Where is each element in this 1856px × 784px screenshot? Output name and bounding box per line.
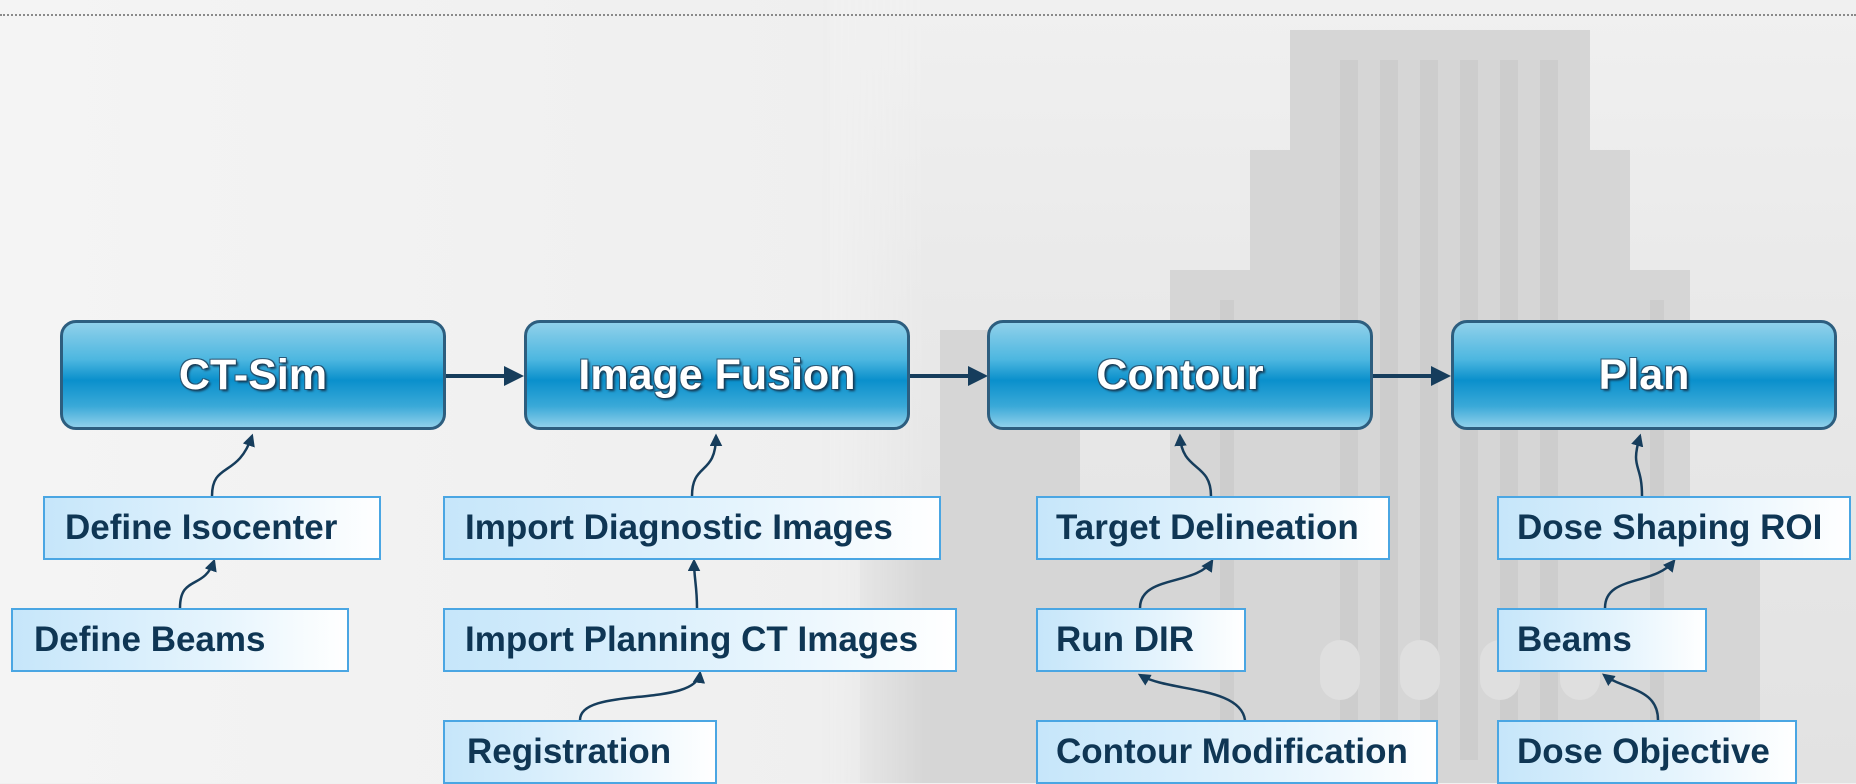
connector-target-to-contour xyxy=(1174,433,1213,497)
connector-planningct-to-diagnostic xyxy=(687,558,701,609)
task-registration[interactable]: Registration xyxy=(443,720,717,784)
connector-diagnostic-to-fusion xyxy=(690,433,723,497)
task-dose-shaping-roi[interactable]: Dose Shaping ROI xyxy=(1497,496,1851,560)
stage-contour[interactable]: Contour xyxy=(987,320,1373,430)
task-beams[interactable]: Beams xyxy=(1497,608,1707,672)
connector-doseobjective-to-beams xyxy=(1601,673,1660,721)
task-label: Define Beams xyxy=(34,620,266,659)
stage-plan[interactable]: Plan xyxy=(1451,320,1837,430)
task-run-dir[interactable]: Run DIR xyxy=(1036,608,1246,672)
task-import-planning-ct-images[interactable]: Import Planning CT Images xyxy=(443,608,957,672)
task-import-diagnostic-images[interactable]: Import Diagnostic Images xyxy=(443,496,941,560)
stage-label: CT-Sim xyxy=(178,350,328,399)
task-label: Dose Shaping ROI xyxy=(1517,508,1823,547)
connector-registration-to-planningct xyxy=(578,670,706,721)
stage-image-fusion[interactable]: Image Fusion xyxy=(524,320,910,430)
connector-rundir-to-target xyxy=(1138,558,1214,609)
task-label: Dose Objective xyxy=(1517,732,1770,771)
task-dose-objective[interactable]: Dose Objective xyxy=(1497,720,1797,784)
stage-label: Contour xyxy=(1096,350,1264,399)
task-target-delineation[interactable]: Target Delineation xyxy=(1036,496,1390,560)
connector-modification-to-rundir xyxy=(1137,673,1247,721)
task-label: Contour Modification xyxy=(1056,732,1408,771)
task-define-beams[interactable]: Define Beams xyxy=(11,608,349,672)
task-contour-modification[interactable]: Contour Modification xyxy=(1036,720,1438,784)
connector-doseroi-to-plan xyxy=(1631,433,1644,497)
connector-beams-to-doseroi xyxy=(1603,559,1676,609)
stage-label: Image Fusion xyxy=(578,350,856,399)
task-label: Beams xyxy=(1517,620,1632,659)
task-label: Define Isocenter xyxy=(65,508,338,547)
stage-ct-sim[interactable]: CT-Sim xyxy=(60,320,446,430)
task-define-isocenter[interactable]: Define Isocenter xyxy=(43,496,381,560)
connector-isocenter-to-ctsim xyxy=(210,433,255,497)
stage-label: Plan xyxy=(1598,350,1690,399)
connector-beams-to-isocenter xyxy=(178,558,217,609)
task-label: Import Diagnostic Images xyxy=(465,508,893,547)
header-dotted-rule xyxy=(0,14,1856,16)
task-label: Target Delineation xyxy=(1056,508,1359,547)
task-label: Registration xyxy=(467,732,672,771)
task-label: Import Planning CT Images xyxy=(465,620,919,659)
task-label: Run DIR xyxy=(1056,620,1195,659)
